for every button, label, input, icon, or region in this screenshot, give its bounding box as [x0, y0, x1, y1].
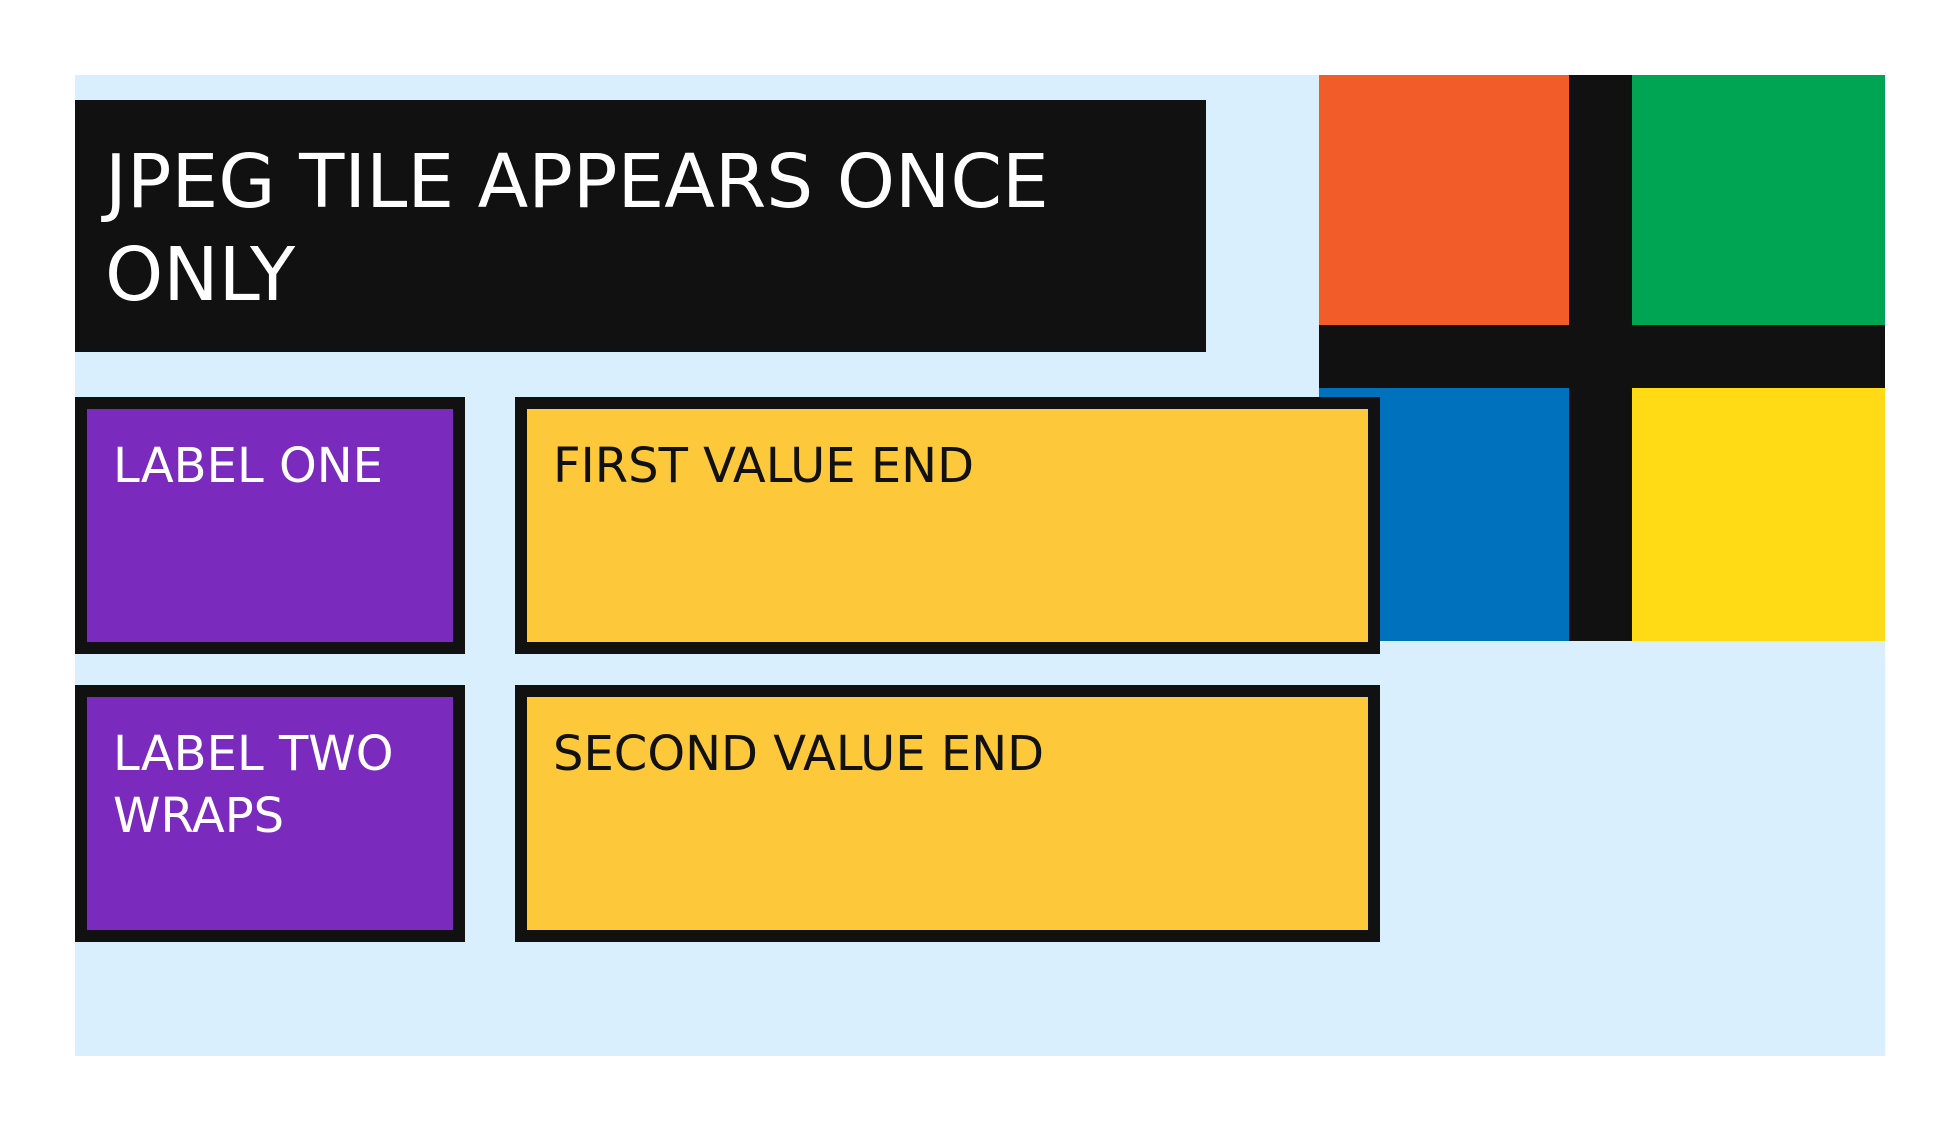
row-1-label: LABEL ONE	[75, 397, 465, 654]
page-title: JPEG TILE APPEARS ONCE ONLY	[105, 139, 1049, 318]
row-2-label: LABEL TWO WRAPS	[75, 685, 465, 942]
row-1-value: FIRST VALUE END	[515, 397, 1380, 654]
tile-quadrant-bottom-right	[1632, 388, 1885, 641]
four-color-tile-icon	[1319, 75, 1885, 641]
row-2-value: SECOND VALUE END	[515, 685, 1380, 942]
tile-quadrant-top-left	[1319, 75, 1569, 325]
title-banner: JPEG TILE APPEARS ONCE ONLY	[75, 100, 1206, 352]
tile-quadrant-top-right	[1632, 75, 1885, 325]
